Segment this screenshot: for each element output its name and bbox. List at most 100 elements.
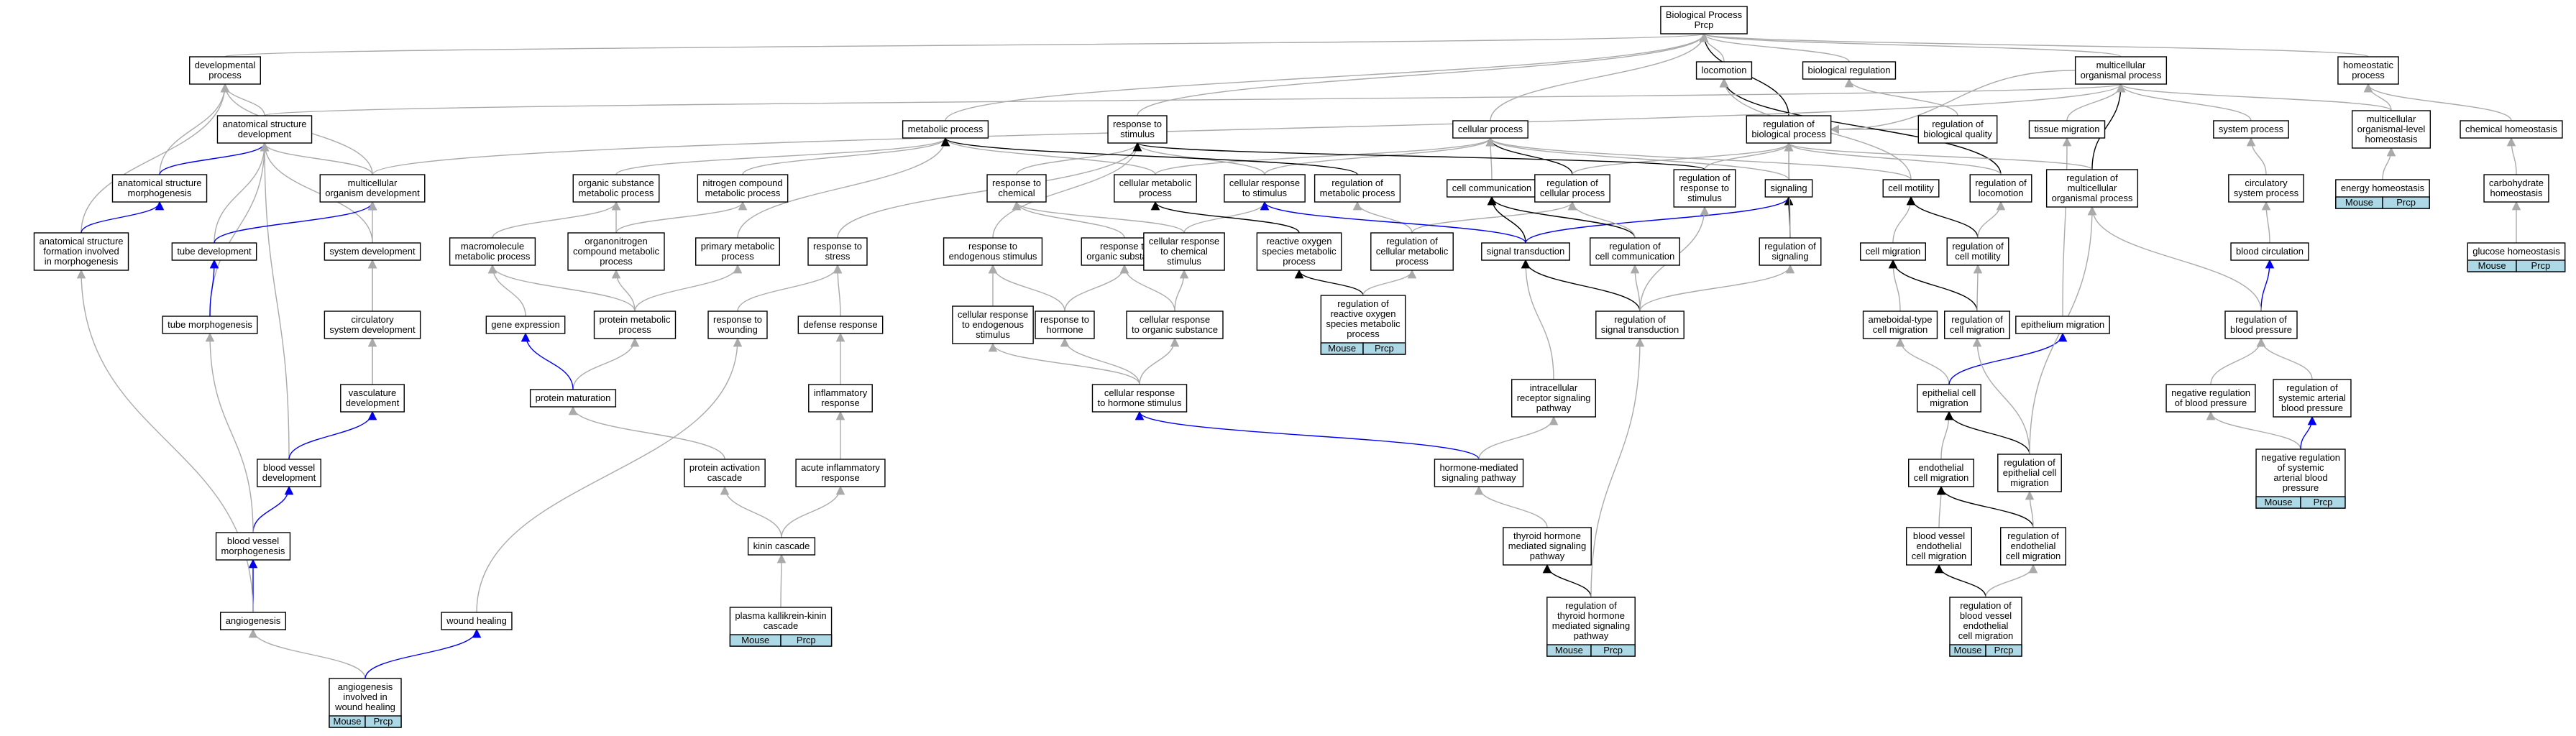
go-term-epim[interactable]: epithelium migration — [2015, 316, 2110, 334]
go-term-kc[interactable]: kinin cascade — [747, 537, 816, 556]
go-term-pmat[interactable]: protein maturation — [529, 389, 617, 408]
go-term-ang[interactable]: angiogenesis — [219, 612, 287, 630]
go-term-tmig[interactable]: tissue migration — [2028, 120, 2106, 139]
go-term-sig[interactable]: signaling — [1764, 179, 1813, 198]
go-term-sd[interactable]: system development — [324, 242, 421, 261]
go-term-breg[interactable]: biological regulation — [1802, 61, 1897, 80]
go-term-ch[interactable]: chemical homeostasis — [2460, 120, 2563, 139]
go-term-st[interactable]: signal transduction — [1481, 242, 1570, 261]
go-term-bc[interactable]: blood circulation — [2230, 242, 2309, 261]
species-tag-mouse: Mouse — [1953, 645, 1981, 656]
species-tag-mouse: Mouse — [2478, 260, 2506, 271]
go-term-label: regulation of — [2066, 172, 2118, 183]
go-term-cp[interactable]: cellular process — [1452, 120, 1528, 139]
go-term-ge[interactable]: gene expression — [485, 316, 566, 334]
go-term-dr[interactable]: defense response — [797, 316, 884, 334]
go-term-label: process — [2352, 70, 2385, 80]
go-term-box — [593, 310, 677, 339]
go-term-td[interactable]: tube development — [171, 242, 257, 261]
go-term-label: cellular response — [1229, 178, 1300, 188]
is-a-edge-sd-to-asd — [260, 142, 373, 244]
go-term-cc[interactable]: cell communication — [1447, 179, 1537, 198]
go-term-mp[interactable]: metabolic process — [902, 120, 989, 139]
go-term-cmig[interactable]: cell migration — [1860, 242, 1926, 261]
go-term-tm[interactable]: tube morphogenesis — [162, 316, 258, 334]
go-term-loc[interactable]: locomotion — [1695, 61, 1753, 80]
go-term-sp[interactable]: system process — [2213, 120, 2289, 139]
go-term-wh[interactable]: wound healing — [441, 612, 513, 630]
go-term-cmot[interactable]: cell motility — [1882, 179, 1940, 198]
